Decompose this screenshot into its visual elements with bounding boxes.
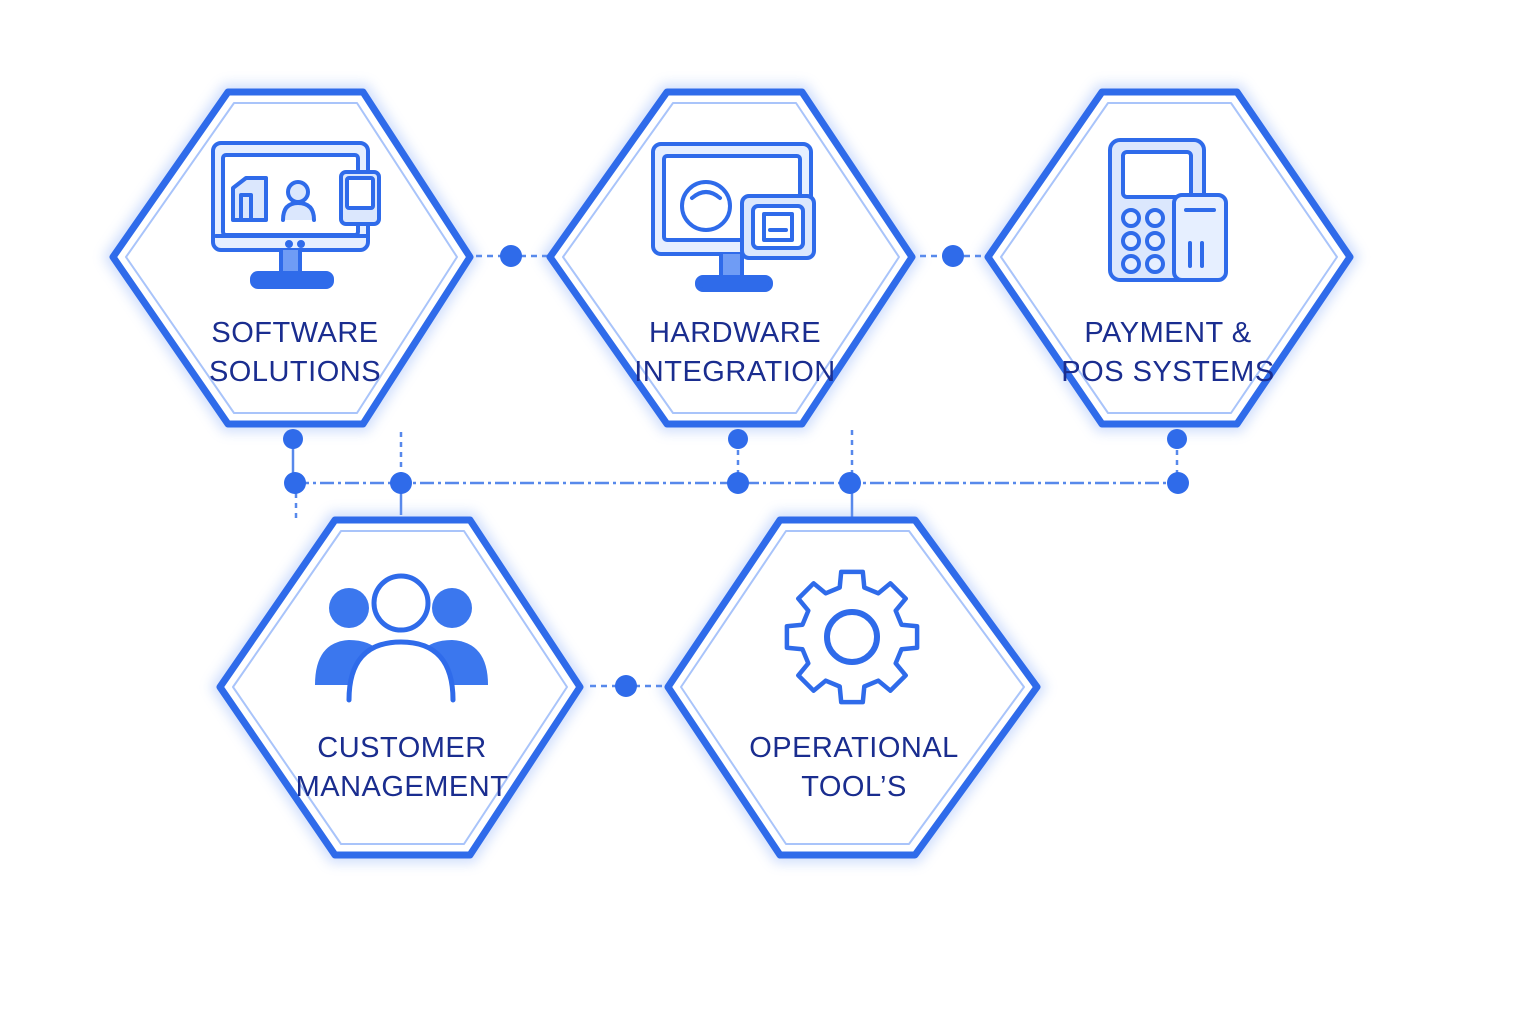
computer-monitor-icon bbox=[211, 141, 381, 289]
connector-dot bbox=[942, 245, 964, 267]
label-line: INTEGRATION bbox=[634, 356, 836, 388]
node-label-payment: PAYMENT & POS SYSTEMS bbox=[1018, 314, 1318, 392]
users-group-icon bbox=[315, 573, 488, 703]
connector-dot bbox=[283, 429, 303, 449]
node-label-operational: OPERATIONAL TOOL’S bbox=[704, 729, 1004, 807]
connector-dot bbox=[839, 472, 861, 494]
label-line: PAYMENT & bbox=[1084, 317, 1252, 349]
connector-dots bbox=[283, 245, 1189, 697]
connector-dot bbox=[390, 472, 412, 494]
payment-terminal-icon bbox=[1108, 138, 1228, 282]
connector-dot bbox=[284, 472, 306, 494]
label-line: POS SYSTEMS bbox=[1061, 356, 1275, 388]
label-line: OPERATIONAL bbox=[749, 732, 959, 764]
connector-dot bbox=[728, 429, 748, 449]
connector-dot bbox=[500, 245, 522, 267]
label-line: MANAGEMENT bbox=[295, 771, 509, 803]
connector-dot bbox=[1167, 429, 1187, 449]
connector-dot bbox=[615, 675, 637, 697]
label-line: TOOL’S bbox=[801, 771, 907, 803]
label-line: HARDWARE bbox=[648, 317, 822, 349]
label-line: SOFTWARE bbox=[211, 317, 379, 349]
monitor-with-device-icon bbox=[651, 142, 816, 292]
node-label-customer: CUSTOMER MANAGEMENT bbox=[252, 729, 552, 807]
node-label-hardware: HARDWARE INTEGRATION bbox=[585, 314, 885, 392]
gear-icon bbox=[784, 569, 920, 705]
label-line: CUSTOMER bbox=[317, 732, 487, 764]
node-label-software: SOFTWARE SOLUTIONS bbox=[145, 314, 445, 392]
connector-dot bbox=[727, 472, 749, 494]
label-line: SOLUTIONS bbox=[208, 356, 382, 388]
connector-dot bbox=[1167, 472, 1189, 494]
